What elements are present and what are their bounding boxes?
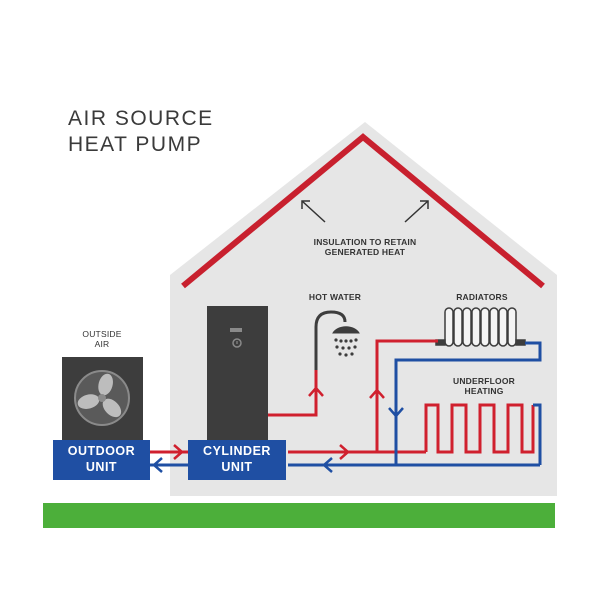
- hot-water-label-text: HOT WATER: [308, 292, 362, 302]
- shower-icon: [314, 310, 360, 370]
- radiators-label-text: RADIATORS: [456, 292, 508, 302]
- underfloor-label-line-2: HEATING: [464, 385, 504, 396]
- cylinder-unit-line-2: UNIT: [221, 459, 253, 474]
- page-title: AIR SOURCE HEAT PUMP: [68, 106, 268, 159]
- hot-water-label: HOT WATER: [290, 292, 380, 303]
- insulation-label-line-1: INSULATION TO RETAIN: [313, 237, 417, 247]
- outdoor-unit-line-2: UNIT: [85, 459, 118, 474]
- radiators-label: RADIATORS: [440, 292, 524, 303]
- hot-flow-arrows: [173, 386, 385, 460]
- radiator-icon: [435, 307, 526, 347]
- underfloor-heating-label: UNDERFLOOR HEATING: [434, 376, 534, 397]
- insulation-label: INSULATION TO RETAIN GENERATED HEAT: [290, 237, 440, 258]
- underfloor-label-line-1: UNDERFLOOR: [453, 376, 515, 386]
- outside-air-line-2: AIR: [94, 338, 110, 349]
- cylinder-unit-label: CYLINDER UNIT: [188, 444, 286, 475]
- fan-icon: [77, 373, 122, 418]
- hot-water-cylinder: [207, 306, 268, 440]
- outside-air-label: OUTSIDE AIR: [62, 329, 142, 350]
- insulation-label-line-2: GENERATED HEAT: [324, 246, 406, 257]
- roof-line: [181, 133, 545, 289]
- ground: [43, 503, 555, 528]
- hot-water-pipes: [143, 339, 535, 454]
- outside-air-line-1: OUTSIDE: [82, 329, 122, 339]
- cylinder-unit-line-1: CYLINDER: [203, 444, 271, 458]
- outdoor-fan-unit: [62, 357, 143, 440]
- title-line-2: HEAT PUMP: [68, 133, 203, 157]
- insulation-arrows: [301, 200, 429, 223]
- cold-flow-arrows: [152, 407, 404, 473]
- outdoor-unit-line-1: OUTDOOR: [67, 444, 136, 458]
- outdoor-unit-box: [53, 440, 150, 480]
- title-line-1: AIR SOURCE: [68, 107, 214, 130]
- cylinder-unit-box: [188, 440, 286, 480]
- cold-return-pipes: [143, 341, 542, 467]
- outdoor-unit-label: OUTDOOR UNIT: [53, 444, 150, 475]
